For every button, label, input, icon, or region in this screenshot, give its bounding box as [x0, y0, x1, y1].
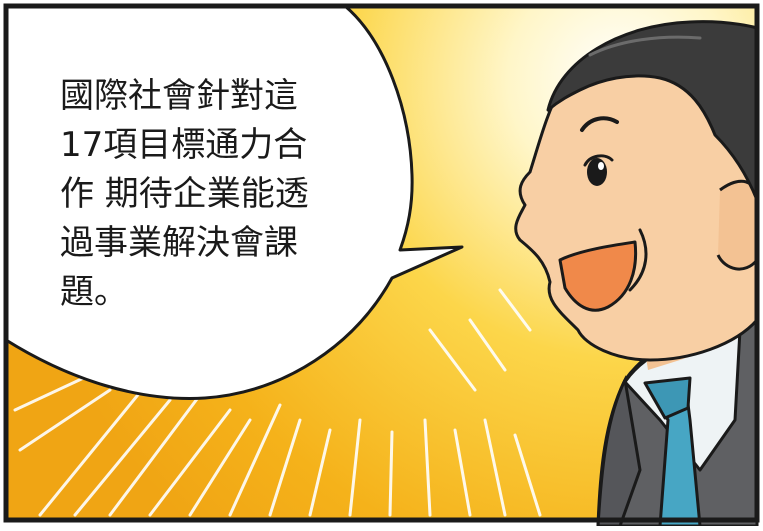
ear	[716, 179, 759, 271]
eye-highlight	[598, 162, 604, 170]
eyebrow	[580, 116, 619, 132]
panel-border	[3, 3, 760, 523]
speech-line: 題。	[60, 272, 128, 312]
speech-line: 作 期待企業能透	[60, 174, 309, 214]
eye-lid	[583, 154, 614, 167]
tie-knot	[643, 376, 692, 420]
speed-lines	[13, 288, 542, 517]
cheek-line	[628, 228, 648, 292]
eye	[587, 158, 607, 186]
speech-line: 17項目標通力合	[60, 125, 308, 165]
speech-bubble	[4, 4, 464, 400]
speech-line: 國際社會針對這	[60, 76, 298, 116]
speech-line: 過事業解決會課	[60, 223, 298, 263]
mouth	[558, 240, 638, 312]
hair	[546, 20, 759, 202]
hair-highlight	[588, 35, 702, 57]
speech-text: 國際社會針對這 17項目標通力合 作 期待企業能透 過事業解決會課 題。	[60, 72, 360, 317]
